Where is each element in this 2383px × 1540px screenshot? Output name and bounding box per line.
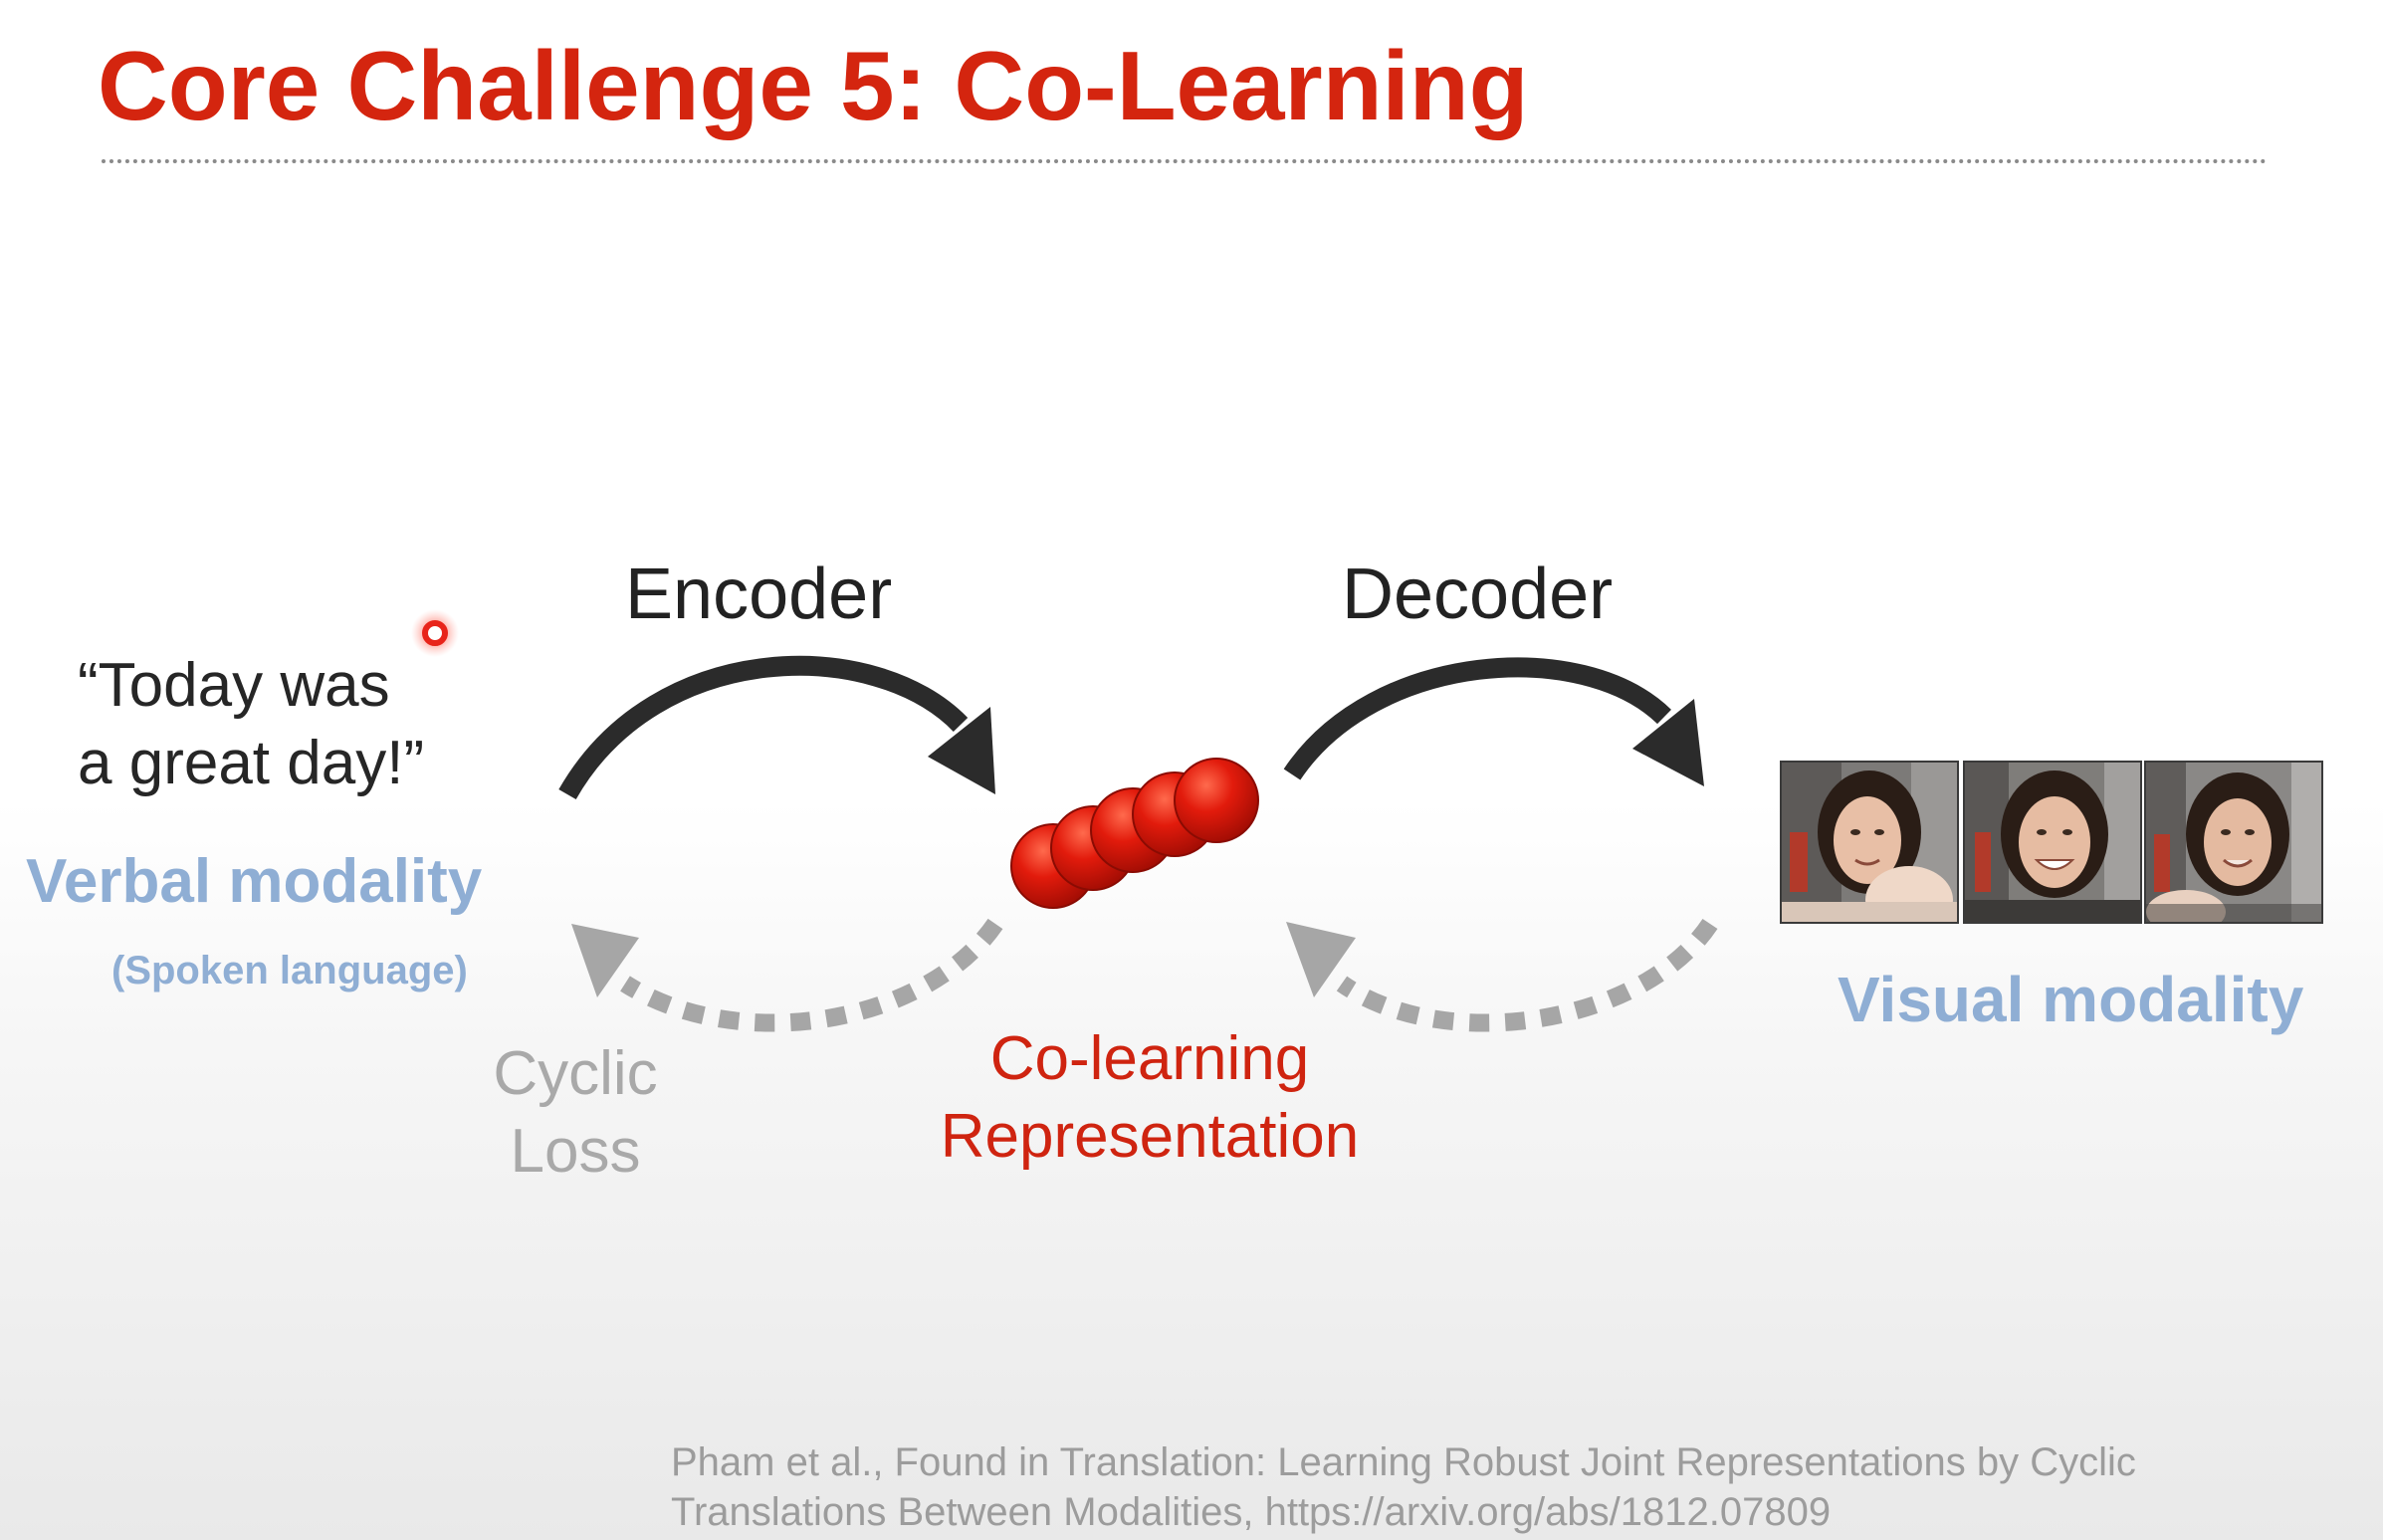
cyclic-loss-line2: Loss: [510, 1116, 641, 1186]
representation-node: [1174, 758, 1259, 843]
spoken-language-sublabel: (Spoken language): [111, 949, 468, 992]
co-learning-line1: Co-learning: [989, 1024, 1310, 1093]
title-divider: [102, 159, 2268, 163]
encoder-arrow: [558, 655, 995, 799]
co-learning-representation-label: Co-learning Representation: [926, 1020, 1374, 1175]
verbal-modality-label: Verbal modality: [26, 847, 483, 916]
input-sentence-line2: a great day!”: [78, 728, 425, 797]
laser-pointer-icon: [411, 609, 459, 657]
video-frame-3: [2144, 761, 2323, 924]
citation-line1: Pham et al., Found in Translation: Learn…: [671, 1440, 2136, 1484]
representation-vector: [1010, 758, 1259, 909]
cyclic-loss-arrow-right: [1286, 918, 1718, 1032]
visual-modality-label: Visual modality: [1838, 964, 2304, 1035]
citation: Pham et al., Found in Translation: Learn…: [671, 1437, 2136, 1537]
face-frame-icon: [1782, 763, 1957, 922]
decoder-arrow: [1283, 657, 1704, 786]
input-sentence: “Today was a great day!”: [78, 647, 424, 801]
encoder-label: Encoder: [625, 554, 893, 634]
cyclic-loss-arrow-left: [571, 918, 1003, 1032]
face-frame-icon: [2146, 763, 2321, 922]
co-learning-line2: Representation: [940, 1101, 1360, 1171]
decoder-label: Decoder: [1342, 554, 1614, 634]
video-frame-1: [1780, 761, 1959, 924]
cyclic-loss-line1: Cyclic: [493, 1039, 658, 1108]
cyclic-loss-label: Cyclic Loss: [476, 1035, 675, 1190]
input-sentence-line1: “Today was: [78, 651, 390, 720]
video-frame-2: [1963, 761, 2142, 924]
citation-line2: Translations Between Modalities, https:/…: [671, 1490, 1832, 1534]
slide-title: Core Challenge 5: Co-Learning: [98, 31, 1529, 140]
face-frame-icon: [1965, 763, 2140, 922]
